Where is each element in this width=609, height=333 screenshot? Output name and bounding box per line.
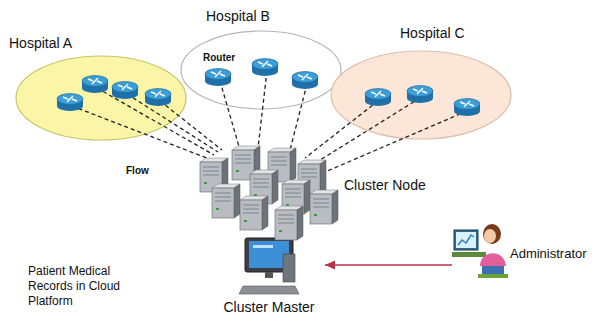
arrow-connector [325,261,452,270]
server-cluster [200,146,338,240]
administrator-icon [452,224,508,278]
hospital-region-text-wrap: Hospital B [206,7,270,25]
cluster-master-text: Cluster Master [223,299,314,315]
cloud-outline [111,119,517,328]
computer-icon [239,238,299,294]
hospital-region-text: Hospital B [206,8,270,24]
administrator-text: Administrator [510,246,587,261]
hospital-region-text-wrap: Hospital A [9,34,72,52]
ellipse-outline [16,56,186,140]
router-label-wrap: Router [203,47,235,65]
hospital-region-text: Hospital A [9,35,72,51]
cluster-node-label-wrap: Cluster Node [344,176,426,194]
flow-label: Flow [126,165,149,176]
router-label: Router [203,52,235,63]
administrator-text-wrap: Administrator [510,244,587,262]
hospital-region-text-wrap: Hospital C [400,24,465,42]
cloud-platform-text-wrap: Patient Medical Records in Cloud Platfor… [28,264,140,309]
flow-label-wrap: Flow [126,160,149,178]
administrator: Administrator [452,222,604,294]
ellipse-outline [331,51,511,139]
cluster-master: Cluster Master [213,236,325,320]
hospital-region-text: Hospital C [400,25,465,41]
cluster-node-label: Cluster Node [344,177,426,193]
cloud-platform-text: Patient Medical Records in Cloud Platfor… [28,264,140,309]
cluster-master-text-wrap: Cluster Master [223,298,314,316]
ellipse-outline [181,31,341,109]
